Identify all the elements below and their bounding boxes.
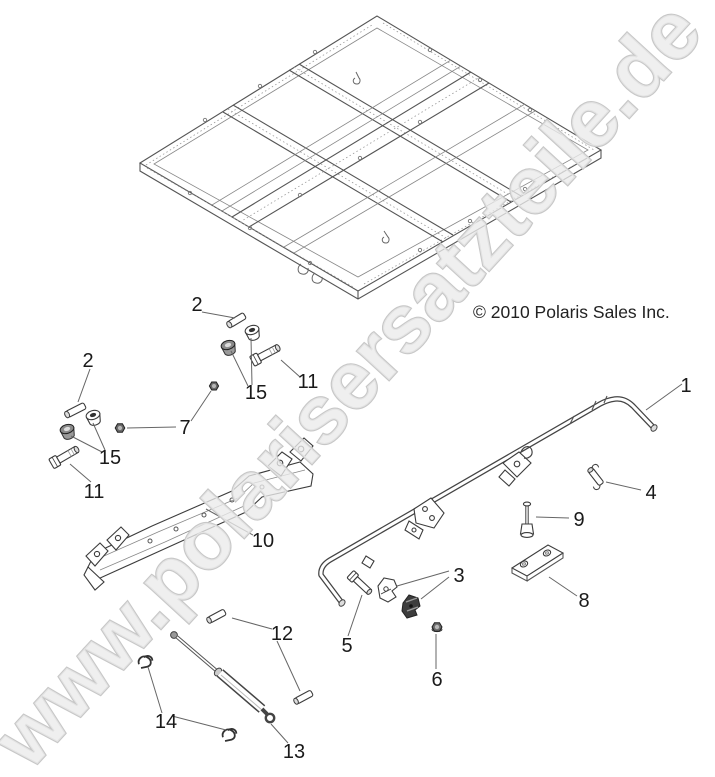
bolt-part-11 xyxy=(249,344,281,367)
nut-part-7 xyxy=(208,381,220,391)
callout-14: 14 xyxy=(155,711,177,733)
plate-part-8 xyxy=(510,544,565,582)
support-bracket-part-10 xyxy=(83,437,314,591)
frame-assembly xyxy=(138,15,603,300)
clip-part-14 xyxy=(137,655,154,669)
pin-part-2 xyxy=(226,312,247,329)
bolt-part-5 xyxy=(346,570,373,595)
callout-5: 5 xyxy=(341,635,352,657)
bushing-part-15 xyxy=(85,409,101,426)
leader-13 xyxy=(270,723,289,744)
gas-strut-part-13 xyxy=(170,631,276,724)
rivet-part-9 xyxy=(519,501,535,538)
clip-part-14 xyxy=(221,728,238,742)
bushing-part-15 xyxy=(220,339,236,356)
leader-14a xyxy=(147,666,163,714)
clamp-part-3 xyxy=(401,594,421,619)
callout-10: 10 xyxy=(252,530,274,552)
callout-13: 13 xyxy=(283,741,305,763)
callout-6: 6 xyxy=(431,669,442,691)
leader-12a xyxy=(231,617,273,630)
leader-15ra xyxy=(250,337,253,386)
callout-7: 7 xyxy=(179,417,190,439)
bushing-part-15 xyxy=(59,423,75,440)
callout-2-left: 2 xyxy=(82,350,93,372)
leader-2-left xyxy=(77,368,91,403)
callout-11-left: 11 xyxy=(84,481,105,503)
rod-bracket xyxy=(404,497,445,540)
nut-part-7 xyxy=(114,423,126,433)
leader-1 xyxy=(645,383,683,411)
callout-11-right: 11 xyxy=(298,371,319,393)
pivot-rod-part-1 xyxy=(318,395,658,607)
leader-5 xyxy=(347,594,363,637)
leader-8 xyxy=(548,576,578,597)
leader-15lb xyxy=(70,435,103,453)
leader-7b xyxy=(190,390,212,422)
leader-15rb xyxy=(230,350,249,387)
bushing-part-15 xyxy=(244,324,260,341)
pin-part-12 xyxy=(206,609,227,624)
leader-lines xyxy=(69,311,683,744)
leader-4 xyxy=(605,481,642,491)
rod-tab xyxy=(361,555,375,569)
rod-bracket xyxy=(498,446,533,487)
clamp-part-3 xyxy=(377,577,398,603)
leader-12b xyxy=(276,640,301,692)
copyright-text: © 2010 Polaris Sales Inc. xyxy=(473,302,670,322)
frame-hook-details xyxy=(297,71,390,284)
bolt-part-11 xyxy=(48,445,80,469)
leader-7a xyxy=(126,426,177,429)
leader-2-right xyxy=(201,311,236,319)
pin-part-2 xyxy=(64,402,87,419)
callout-4: 4 xyxy=(645,482,656,504)
frame-holes xyxy=(187,47,533,266)
callout-3: 3 xyxy=(453,565,464,587)
pin-part-12 xyxy=(293,690,314,705)
callout-15-right: 15 xyxy=(245,382,267,404)
leader-3b xyxy=(420,576,450,600)
callout-12: 12 xyxy=(271,623,293,645)
nut-part-6 xyxy=(431,622,443,633)
callout-15-left: 15 xyxy=(99,447,121,469)
pin-part-4 xyxy=(587,463,604,491)
leader-11-right xyxy=(280,359,301,378)
leader-9 xyxy=(535,516,570,519)
callout-2-right: 2 xyxy=(191,294,202,316)
leader-11-left xyxy=(69,463,92,483)
leader-15la xyxy=(92,422,106,451)
callout-9: 9 xyxy=(573,509,584,531)
leader-14b xyxy=(171,715,227,731)
leader-10 xyxy=(205,508,254,536)
callout-1: 1 xyxy=(680,375,691,397)
callout-8: 8 xyxy=(578,590,589,612)
leader-3a xyxy=(396,570,450,587)
